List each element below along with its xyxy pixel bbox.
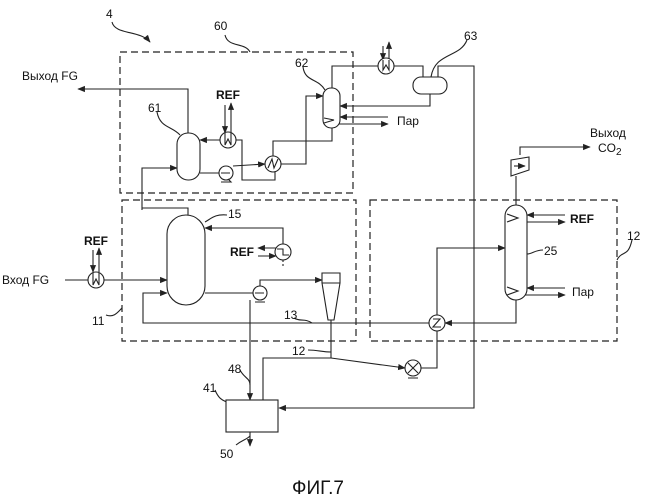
unit-11-leader: [106, 308, 122, 316]
heat-exchanger-icon: [220, 132, 236, 148]
line-48-leader: [240, 370, 250, 385]
label-regenerator-25: 25: [544, 244, 558, 258]
label-unit-60: 60: [214, 19, 228, 33]
line-hx2-to-62: [281, 96, 323, 164]
pump-icon: [219, 166, 233, 182]
line-pump-to-cyclone: [260, 280, 322, 286]
ref-label-15: REF: [230, 245, 254, 259]
label-line-12: 12: [292, 344, 306, 358]
absorber-15-leader: [205, 215, 227, 222]
heat-exchanger-icon: [429, 315, 445, 331]
fg-in-label: Вход FG: [2, 273, 49, 287]
figure-caption: ФИГ.7: [292, 478, 344, 499]
heat-exchanger-icon: [265, 156, 281, 172]
heat-exchanger-icon: [378, 58, 394, 74]
label-unit-11: 11: [92, 314, 105, 328]
drum-63: [413, 77, 447, 94]
label-vessel-62: 62: [295, 56, 309, 70]
line-15-to-61: [142, 168, 177, 210]
vessel-61-leader: [157, 112, 180, 135]
ref-label-60: REF: [216, 88, 240, 102]
unit-60-boundary: [120, 52, 353, 193]
label-line-50: 50: [220, 447, 234, 461]
line-hx-to-25: [437, 248, 505, 315]
label-line-48: 48: [228, 362, 242, 376]
absorber-15: [167, 215, 205, 305]
line-12-to-pump2: [331, 358, 405, 368]
line-pump-to-hx2: [233, 164, 265, 166]
steam-label-25: Пар: [572, 285, 594, 299]
pump-icon: [405, 360, 421, 378]
unit-11-boundary: [122, 200, 356, 341]
label-vessel-61: 61: [148, 101, 162, 115]
pump-icon: [253, 286, 267, 302]
label-absorber-15: 15: [228, 207, 242, 221]
unit-12-leader: [617, 240, 632, 260]
co2-out-line: [520, 147, 590, 155]
line-12-leader: [308, 350, 331, 352]
label-unit-41: 41: [203, 381, 217, 395]
vessel-61: [177, 133, 200, 180]
label-drum-63: 63: [464, 29, 478, 43]
unit-60-leader: [225, 35, 250, 52]
co2-label: CO2: [598, 141, 622, 158]
line-15-top: [142, 208, 188, 215]
line-hx3-to-63: [394, 66, 423, 77]
line-62-top: [332, 66, 378, 88]
steam-label-62: Пар: [397, 114, 419, 128]
label-unit-12: 12: [627, 229, 641, 243]
heat-exchanger-icon: [275, 244, 291, 260]
line-62-bottom: [273, 128, 332, 156]
label-line-13: 13: [284, 308, 298, 322]
ref-label-inlet: REF: [84, 234, 108, 248]
co2-out-label: Выход: [590, 126, 626, 140]
unit-41: [226, 400, 278, 432]
label-system-4: 4: [106, 7, 113, 21]
line-12-to-41: [263, 320, 331, 400]
line-50-leader: [236, 436, 250, 445]
line-hx-to-15: [205, 228, 283, 244]
line-pump2-to-hx: [421, 331, 437, 368]
regenerator-25-leader: [527, 250, 543, 254]
cyclone: [322, 273, 340, 320]
fg-out-label: Выход FG: [22, 69, 78, 83]
fg-out-line: [78, 89, 188, 133]
heat-exchanger-icon: [88, 272, 104, 288]
line-25-bottom: [445, 300, 516, 323]
vessel-62-leader: [303, 67, 325, 90]
drum-63-leader: [431, 40, 467, 77]
system-4-leader: [112, 22, 150, 42]
ref-label-25: REF: [570, 212, 594, 226]
